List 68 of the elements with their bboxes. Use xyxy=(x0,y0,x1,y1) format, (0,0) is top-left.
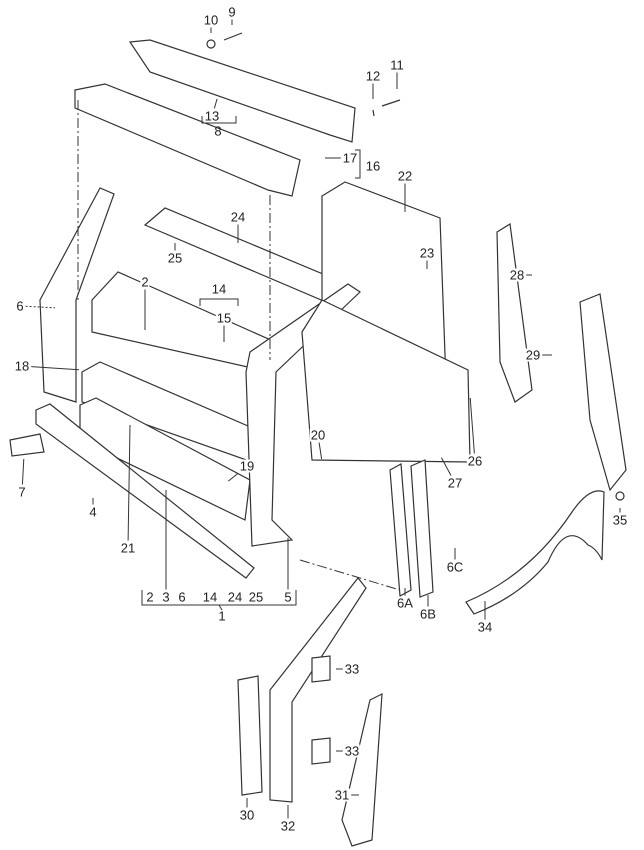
leader-line xyxy=(22,458,24,485)
callout-number: 22 xyxy=(396,170,414,182)
leader-line xyxy=(336,668,344,670)
leader-line xyxy=(454,548,456,560)
leader-line xyxy=(526,274,532,276)
callout-number: 3 xyxy=(161,590,171,604)
leader-line xyxy=(404,183,406,212)
callout-number: 5 xyxy=(283,590,293,604)
callout-number: 23 xyxy=(418,246,436,260)
callout-number: 33 xyxy=(344,662,360,676)
callout-number: 20 xyxy=(310,428,326,442)
callout-number: 33 xyxy=(344,744,360,758)
assembly-number: 2 xyxy=(145,590,155,604)
callout-number: 18 xyxy=(14,360,30,372)
leader-line xyxy=(30,366,80,370)
callout-number: 29 xyxy=(524,348,542,362)
assembly-number: 1 xyxy=(217,610,227,622)
callout-number: 2 xyxy=(140,276,150,288)
assembly-number: 25 xyxy=(248,590,264,604)
callout-number: 9 xyxy=(227,6,237,18)
leader-line xyxy=(144,289,146,330)
leader-line xyxy=(336,750,344,752)
callout-number: 6 xyxy=(15,300,25,312)
leader-line xyxy=(228,473,238,482)
leader-line xyxy=(350,794,360,796)
callout-number: 6A xyxy=(396,596,414,610)
leader-line xyxy=(246,798,248,808)
callout-number: 32 xyxy=(280,820,296,832)
leader-line xyxy=(426,260,428,270)
leader-line xyxy=(128,424,130,541)
callout-number: 27 xyxy=(446,476,464,490)
callout-number: 11 xyxy=(389,58,405,72)
callout-number: 24 xyxy=(230,210,246,224)
assembly-number: 24 xyxy=(226,590,244,604)
callout-number: 34 xyxy=(476,620,494,634)
callout-number: 25 xyxy=(166,252,184,264)
leader-line xyxy=(484,600,486,620)
leader-line xyxy=(214,98,218,109)
leader-line xyxy=(542,354,552,356)
leader-line xyxy=(318,442,322,460)
callout-number: 13 xyxy=(204,110,220,122)
callout-number: 35 xyxy=(612,514,628,526)
callout-number: 31 xyxy=(334,788,350,802)
leader-line xyxy=(396,72,398,90)
leader-line xyxy=(404,588,406,596)
callout-number: 30 xyxy=(238,808,256,822)
leader-line xyxy=(92,498,94,505)
leader-line xyxy=(174,242,176,251)
leader-line xyxy=(372,83,374,100)
callout-number: 6C xyxy=(446,560,464,574)
callout-number: 19 xyxy=(238,460,256,472)
assembly-number: 16 xyxy=(364,160,382,172)
leader-line xyxy=(210,27,212,34)
callout-number: 12 xyxy=(364,70,382,82)
callout-number: 4 xyxy=(88,506,98,518)
callout-number: 28 xyxy=(508,268,526,282)
leader-line xyxy=(470,398,475,454)
callout-number: 21 xyxy=(120,542,136,554)
callout-number: 15 xyxy=(216,312,232,324)
callout-number: 10 xyxy=(202,14,220,26)
callout-number: 17 xyxy=(342,152,358,164)
assembly-number: 6 xyxy=(177,590,187,604)
callout-number: 26 xyxy=(466,454,484,468)
assembly-number: 14 xyxy=(202,590,218,604)
assembly-number: 14 xyxy=(210,282,228,296)
leader-line xyxy=(440,457,452,476)
callout-number: 6B xyxy=(419,608,437,620)
callout-number: 7 xyxy=(17,486,27,498)
